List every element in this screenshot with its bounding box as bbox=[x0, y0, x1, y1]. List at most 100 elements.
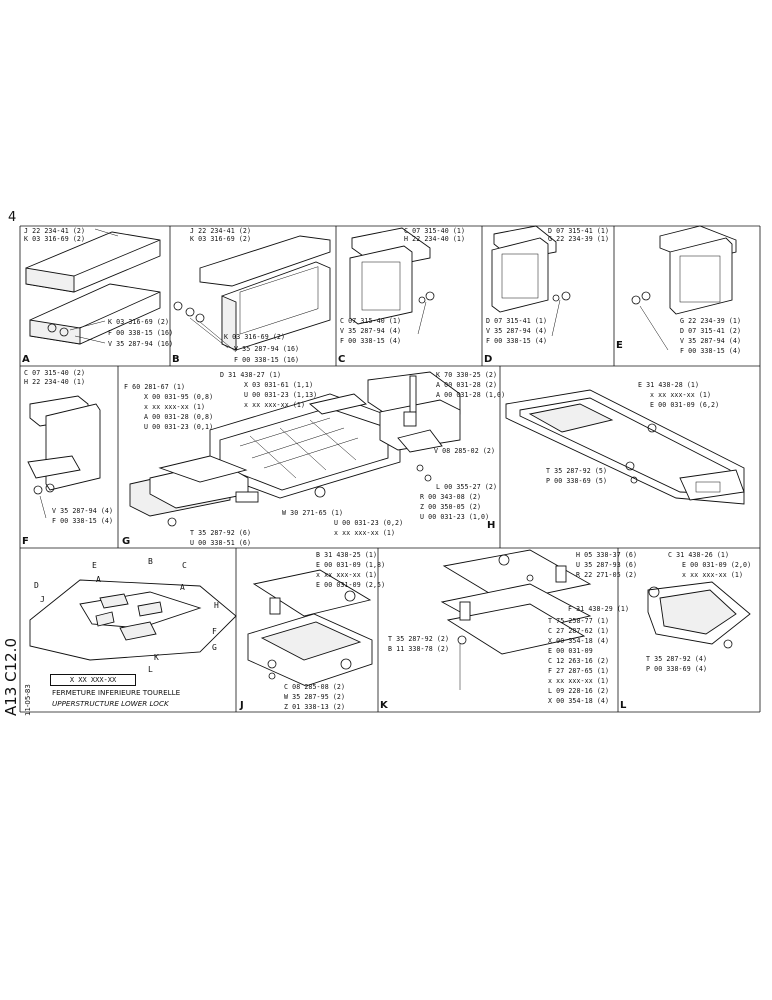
label: L 00 355-27 (2) bbox=[436, 483, 498, 491]
key-letter: C bbox=[182, 561, 187, 570]
label: C 27 287-62 (1) bbox=[548, 627, 610, 635]
label: K 70 330-25 (2) bbox=[436, 371, 498, 379]
part-number: X XX XXX-XX bbox=[50, 674, 136, 686]
label: x xx xxx-xx (1) bbox=[548, 677, 610, 685]
label: K 03 316-69 (2) bbox=[24, 235, 86, 243]
label: D 31 438-27 (1) bbox=[220, 371, 282, 379]
key-letter: A bbox=[180, 583, 185, 592]
label: T 35 287-92 (5) bbox=[546, 467, 608, 475]
label: x xx xxx-xx (1) bbox=[682, 571, 744, 579]
label: D 07 315-41 (2) bbox=[680, 327, 742, 335]
label: H 22 234-40 (1) bbox=[404, 235, 466, 243]
panel-frame bbox=[19, 225, 761, 713]
panel-letter: D bbox=[484, 354, 493, 365]
label: C 07 315-40 (2) bbox=[24, 369, 86, 377]
label: W 35 287-95 (2) bbox=[284, 693, 346, 701]
label: V 08 285-02 (2) bbox=[434, 447, 496, 455]
panel-h-drawing bbox=[367, 371, 461, 482]
label: x xx xxx-xx (1) bbox=[334, 529, 396, 537]
panel-letter: J bbox=[240, 700, 244, 711]
label: V 35 287-94 (4) bbox=[680, 337, 742, 345]
label: T 35 287-92 (2) bbox=[388, 635, 450, 643]
label: E 31 438-28 (1) bbox=[638, 381, 700, 389]
label: P 00 338-69 (4) bbox=[646, 665, 708, 673]
panel-f-drawing bbox=[27, 395, 101, 519]
label: E 00 031-09 (2,0) bbox=[682, 561, 752, 569]
key-letter: K bbox=[154, 653, 159, 662]
label: P 00 338-69 (5) bbox=[546, 477, 608, 485]
key-letter: H bbox=[214, 601, 219, 610]
label: F 00 338-15 (4) bbox=[680, 347, 742, 355]
panel-letter: F bbox=[22, 536, 29, 547]
label: U 00 031-23 (0,2) bbox=[334, 519, 404, 527]
panel-k-drawing bbox=[440, 549, 592, 690]
label: J 22 234-41 (2) bbox=[24, 227, 86, 235]
label: L 09 228-16 (2) bbox=[548, 687, 610, 695]
panel-letter: A bbox=[22, 354, 30, 365]
label: F 00 338-15 (4) bbox=[340, 337, 402, 345]
panel-letter: L bbox=[620, 700, 627, 711]
label: C 07 315-40 (1) bbox=[404, 227, 466, 235]
panel-d-drawing bbox=[491, 225, 571, 337]
key-letter: B bbox=[148, 557, 153, 566]
label: V 35 287-94 (4) bbox=[486, 327, 548, 335]
label: B 31 438-25 (1) bbox=[316, 551, 378, 559]
key-letter: L bbox=[148, 665, 153, 674]
label: F 00 338-15 (4) bbox=[486, 337, 548, 345]
label: R 22 271-05 (2) bbox=[576, 571, 638, 579]
label: Z 01 338-13 (2) bbox=[284, 703, 346, 711]
label: U 35 287-93 (6) bbox=[576, 561, 638, 569]
label: U 00 031-23 (0,1) bbox=[144, 423, 214, 431]
panel-letter: B bbox=[172, 354, 180, 365]
panel-letter: E bbox=[616, 340, 623, 351]
key-letter: J bbox=[40, 595, 45, 604]
label: x xx xxx-xx (1) bbox=[244, 401, 306, 409]
label: H 22 234-40 (1) bbox=[24, 378, 86, 386]
label: G 22 234-39 (1) bbox=[680, 317, 742, 325]
label: x xx xxx-xx (1) bbox=[650, 391, 712, 399]
label: x xx xxx-xx (1) bbox=[316, 571, 378, 579]
key-letter: A bbox=[96, 575, 101, 584]
label: U 00 031-23 (1,13) bbox=[244, 391, 318, 399]
label: T 35 287-92 (4) bbox=[646, 655, 708, 663]
sheet-date: 11-05-83 bbox=[24, 684, 32, 716]
label: F 00 338-15 (16) bbox=[108, 329, 174, 337]
label: B 11 338-78 (2) bbox=[388, 645, 450, 653]
label: H 05 338-37 (6) bbox=[576, 551, 638, 559]
label: V 35 287-94 (16) bbox=[108, 340, 174, 348]
label: X 00 031-95 (0,8) bbox=[144, 393, 214, 401]
label: Z 00 350-05 (2) bbox=[420, 503, 482, 511]
sheet-code: A13 C12.0 bbox=[2, 638, 20, 716]
label: C 31 438-26 (1) bbox=[668, 551, 730, 559]
label: A 00 031-28 (1,0) bbox=[436, 391, 506, 399]
title-french: FERMETURE INFERIEURE TOURELLE bbox=[52, 688, 181, 697]
key-view-drawing bbox=[29, 579, 237, 661]
label: K 03 316-69 (2) bbox=[108, 318, 170, 326]
label: X 03 031-61 (1,1) bbox=[244, 381, 314, 389]
label: U 00 338-51 (6) bbox=[190, 539, 252, 547]
label: A 00 031-28 (2) bbox=[436, 381, 498, 389]
label: T 35 287-92 (6) bbox=[190, 529, 252, 537]
label: V 35 287-94 (4) bbox=[52, 507, 114, 515]
label: C 08 285-08 (2) bbox=[284, 683, 346, 691]
label: R 00 343-08 (2) bbox=[420, 493, 482, 501]
label: E 00 031-09 (1,8) bbox=[316, 561, 386, 569]
label: J 22 234-41 (2) bbox=[190, 227, 252, 235]
label: A 00 031-28 (0,8) bbox=[144, 413, 214, 421]
panel-e-drawing bbox=[631, 225, 737, 351]
label: D 07 315-41 (1) bbox=[486, 317, 548, 325]
label: x xx xxx-xx (1) bbox=[144, 403, 206, 411]
key-letter: G bbox=[212, 643, 217, 652]
label: F 31 438-29 (1) bbox=[568, 605, 630, 613]
label: G 22 234-39 (1) bbox=[548, 235, 610, 243]
label: C 07 315-40 (1) bbox=[340, 317, 402, 325]
label: V 35 287-94 (4) bbox=[340, 327, 402, 335]
panel-letter: K bbox=[380, 700, 388, 711]
label: U 00 031-23 (1,0) bbox=[420, 513, 490, 521]
label: F 27 287-65 (1) bbox=[548, 667, 610, 675]
label: T 75 258-77 (1) bbox=[548, 617, 610, 625]
label: K 03 316-69 (2) bbox=[190, 235, 252, 243]
key-letter: E bbox=[92, 561, 97, 570]
panel-j-drawing bbox=[247, 569, 373, 687]
panel-a-drawing bbox=[25, 228, 161, 345]
